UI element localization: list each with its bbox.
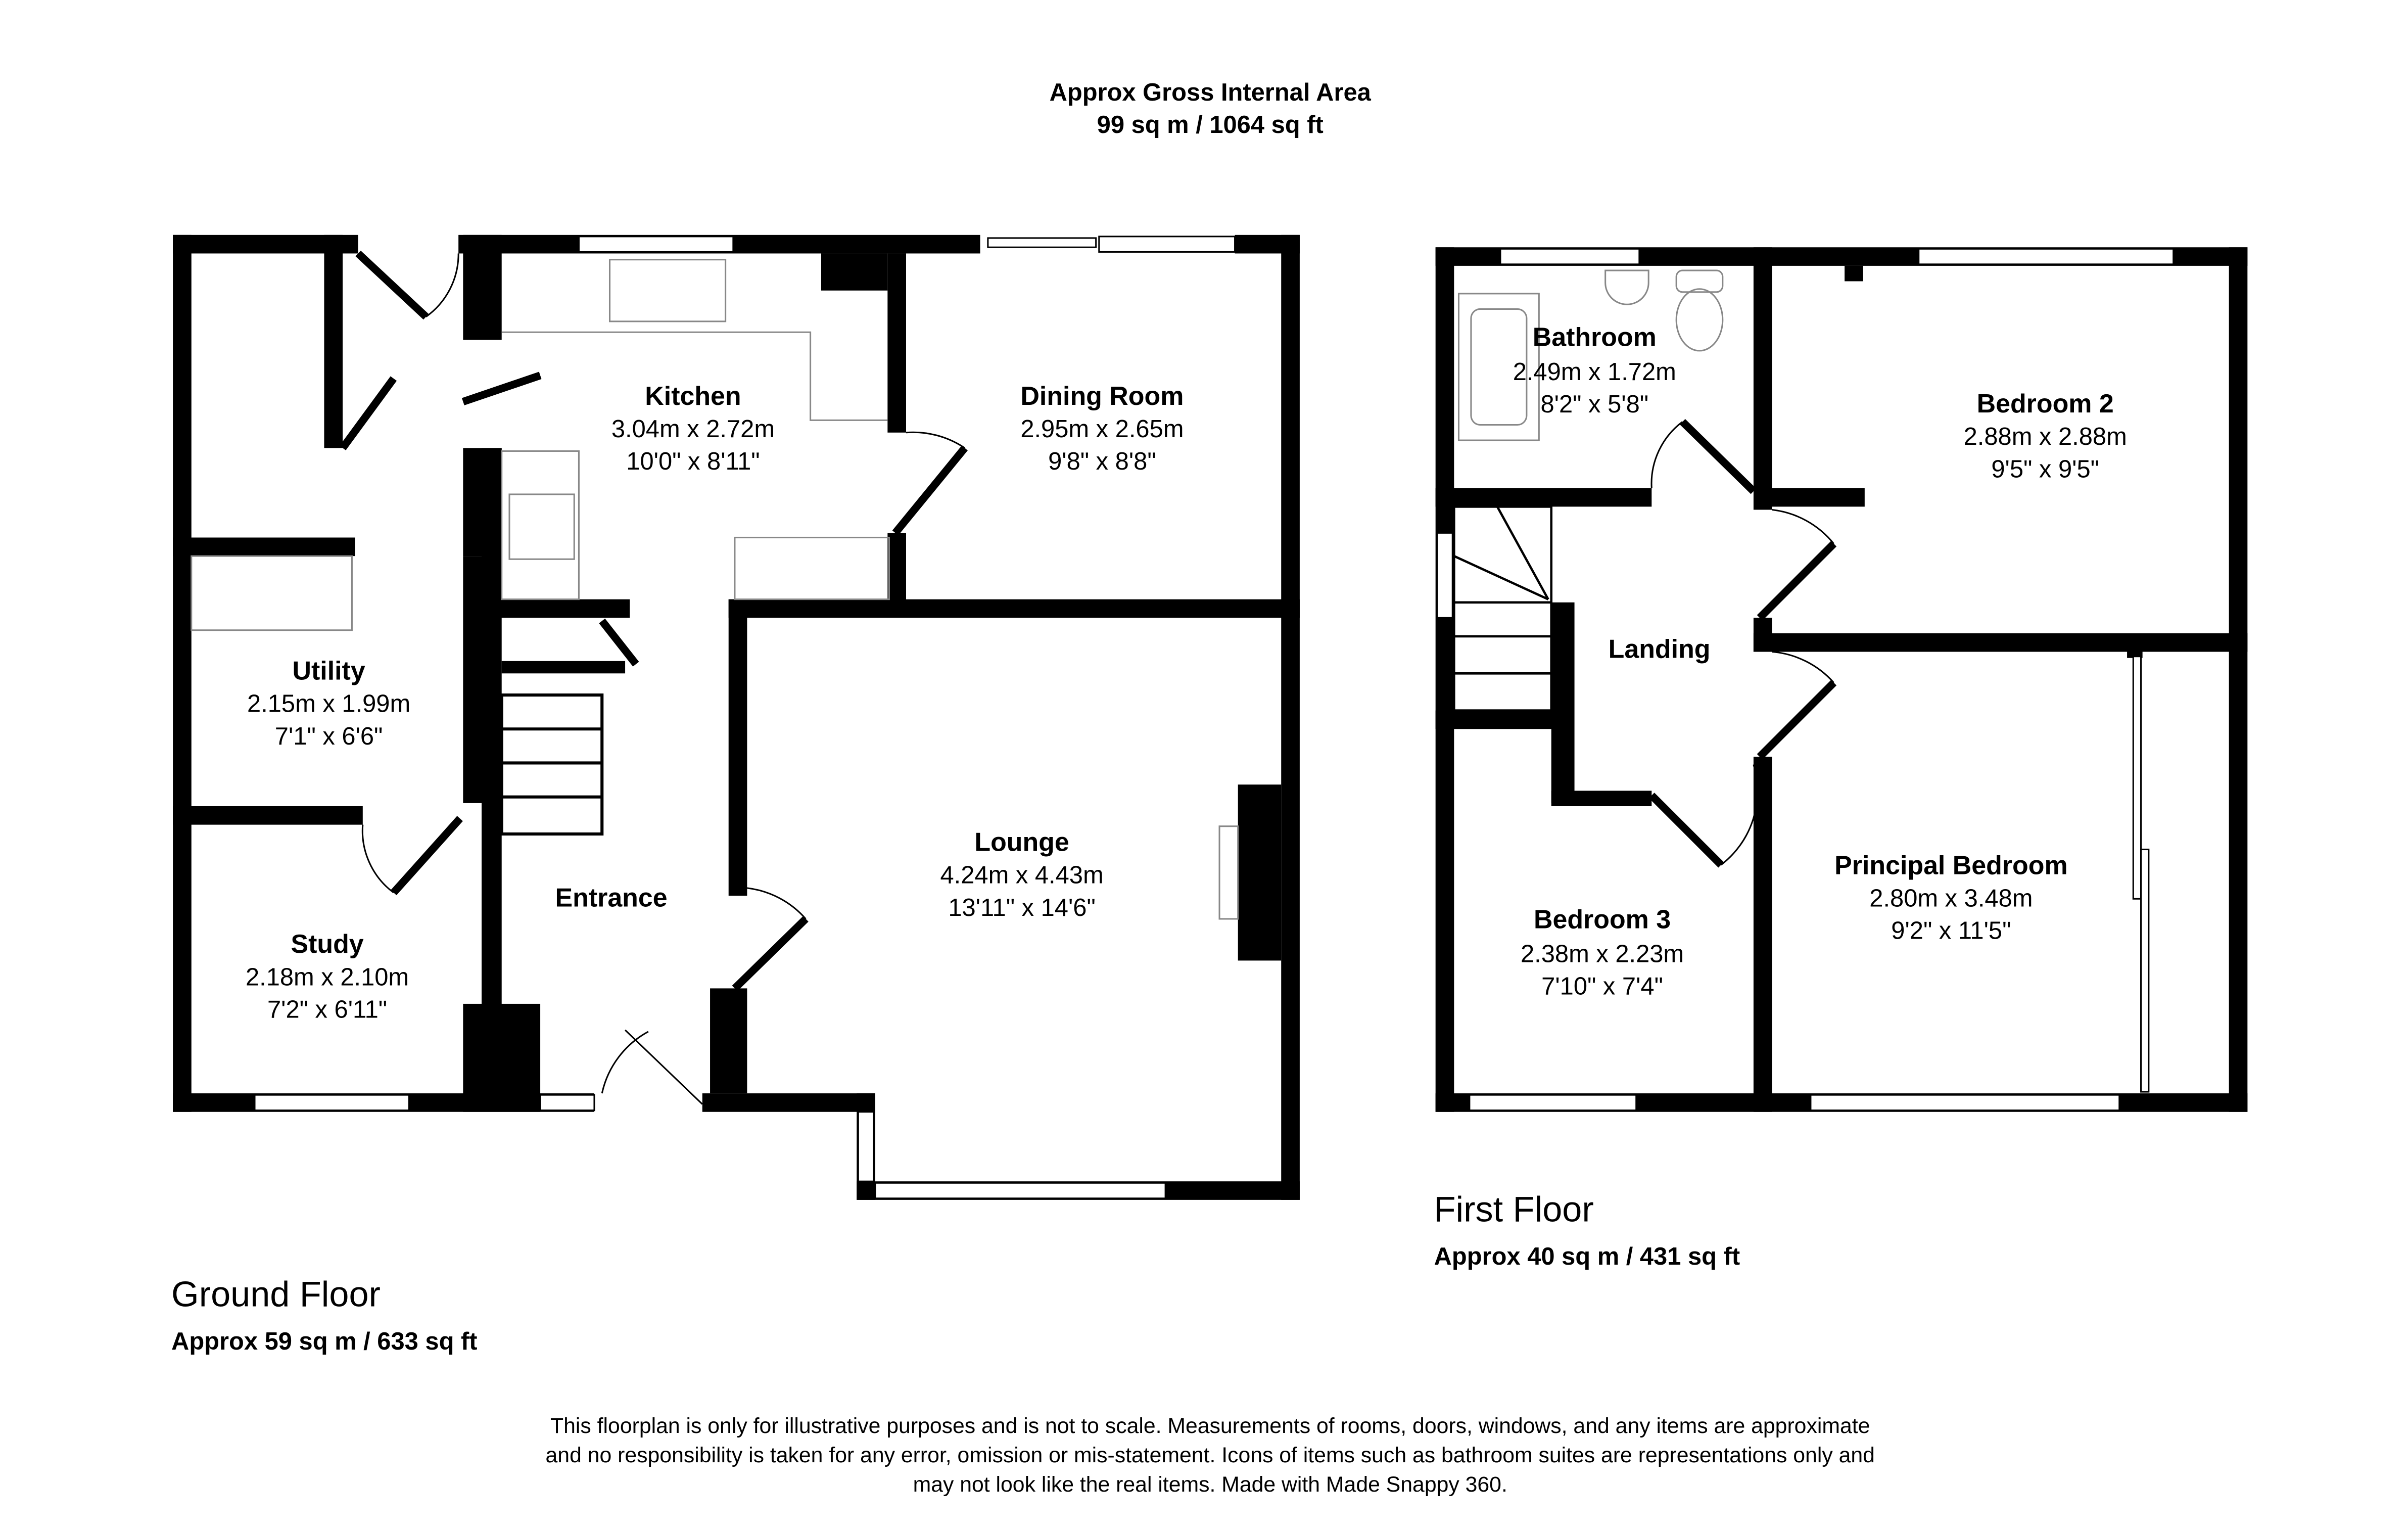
room-metric: 2.38m x 2.23m [1521, 940, 1684, 967]
room-name: Dining Room [1020, 382, 1184, 411]
window [254, 1094, 410, 1111]
room-bedroom-3: Bedroom 3 2.38m x 2.23m 7'10" x 7'4" [1521, 905, 1684, 1000]
room-metric: 2.15m x 1.99m [247, 690, 410, 718]
room-name: Study [291, 930, 363, 959]
room-entrance: Entrance [555, 884, 668, 913]
kitchen-worktop [501, 331, 888, 421]
room-lounge: Lounge 4.24m x 4.43m 13'11" x 14'6" [940, 828, 1103, 921]
bath-icon [1457, 293, 1540, 441]
first-floor-area: Approx 40 sq m / 431 sq ft [1434, 1243, 1740, 1270]
room-name: Principal Bedroom [1834, 851, 2067, 880]
room-name: Bedroom 3 [1534, 905, 1671, 934]
room-metric: 2.18m x 2.10m [246, 963, 409, 991]
ground-floor-area: Approx 59 sq m / 633 sq ft [171, 1328, 478, 1355]
disclaimer: This floorplan is only for illustrative … [546, 1414, 1875, 1497]
room-name: Utility [293, 657, 365, 686]
ground-floor-label: Ground Floor [171, 1274, 381, 1314]
room-imperial: 7'2" x 6'11" [267, 996, 387, 1023]
gross-area-value: 99 sq m / 1064 sq ft [1097, 111, 1324, 138]
window [1098, 236, 1236, 253]
room-imperial: 7'1" x 6'6" [275, 723, 383, 750]
room-metric: 4.24m x 4.43m [940, 862, 1103, 889]
room-name: Lounge [974, 828, 1069, 857]
room-metric: 3.04m x 2.72m [611, 415, 775, 443]
room-name: Kitchen [645, 382, 741, 411]
stairs-icon [500, 693, 604, 836]
window [1499, 248, 1640, 265]
first-floor-fixtures [1453, 269, 1724, 712]
window [857, 1111, 875, 1182]
first-floor-windows [1436, 248, 2175, 1111]
window [578, 236, 734, 253]
room-metric: 2.80m x 3.48m [1869, 885, 2033, 912]
room-landing: Landing [1609, 635, 1711, 664]
room-imperial: 8'2" x 5'8" [1540, 391, 1648, 418]
room-metric: 2.49m x 1.72m [1513, 358, 1676, 386]
window [1436, 532, 1453, 619]
room-principal-bedroom: Principal Bedroom 2.80m x 3.48m 9'2" x 1… [1834, 851, 2067, 944]
wardrobe-door [2132, 656, 2142, 900]
window [539, 1094, 595, 1111]
room-imperial: 10'0" x 8'11" [626, 448, 760, 475]
room-name: Bathroom [1533, 323, 1657, 352]
basin-icon [1604, 269, 1649, 305]
ground-floor-fixtures [191, 259, 1239, 920]
room-study: Study 2.18m x 2.10m 7'2" x 6'11" [246, 930, 409, 1023]
disclaimer-line: may not look like the real items. Made w… [913, 1472, 1507, 1497]
toilet-icon [1675, 269, 1724, 293]
gross-area-title: Approx Gross Internal Area [1050, 79, 1372, 106]
room-metric: 2.88m x 2.88m [1964, 423, 2127, 450]
room-metric: 2.95m x 2.65m [1020, 415, 1184, 443]
wardrobe-door [2140, 848, 2150, 1093]
fireplace-hearth [1218, 825, 1239, 920]
window [1469, 1094, 1637, 1111]
room-imperial: 9'8" x 8'8" [1048, 448, 1156, 475]
hob-icon [508, 493, 575, 560]
first-floor-doors [1648, 419, 1837, 868]
room-imperial: 7'10" x 7'4" [1541, 973, 1663, 1000]
disclaimer-line: This floorplan is only for illustrative … [550, 1414, 1870, 1438]
room-bathroom: Bathroom 2.49m x 1.72m 8'2" x 5'8" [1513, 323, 1676, 418]
window [1810, 1094, 2120, 1111]
ground-floor-windows [254, 236, 1236, 1199]
disclaimer-line: and no responsibility is taken for any e… [546, 1443, 1875, 1467]
worktop [501, 450, 580, 600]
window [1918, 248, 2175, 265]
room-imperial: 9'2" x 11'5" [1891, 917, 2011, 945]
ground-floor-doors [339, 250, 968, 1105]
room-imperial: 13'11" x 14'6" [948, 894, 1096, 921]
stairs-icon [1453, 505, 1553, 712]
worktop [734, 536, 890, 600]
sink-icon [608, 259, 727, 322]
room-kitchen: Kitchen 3.04m x 2.72m 10'0" x 8'11" [611, 382, 775, 475]
room-dining-room: Dining Room 2.95m x 2.65m 9'8" x 8'8" [1020, 382, 1184, 475]
room-name: Bedroom 2 [1977, 389, 2114, 419]
utility-worktop [191, 555, 353, 631]
room-imperial: 9'5" x 9'5" [1991, 455, 2099, 483]
window [987, 237, 1097, 248]
first-floor-label: First Floor [1434, 1189, 1594, 1229]
room-utility: Utility 2.15m x 1.99m 7'1" x 6'6" [247, 657, 410, 750]
window [874, 1182, 1166, 1199]
room-bedroom-2: Bedroom 2 2.88m x 2.88m 9'5" x 9'5" [1964, 389, 2127, 483]
